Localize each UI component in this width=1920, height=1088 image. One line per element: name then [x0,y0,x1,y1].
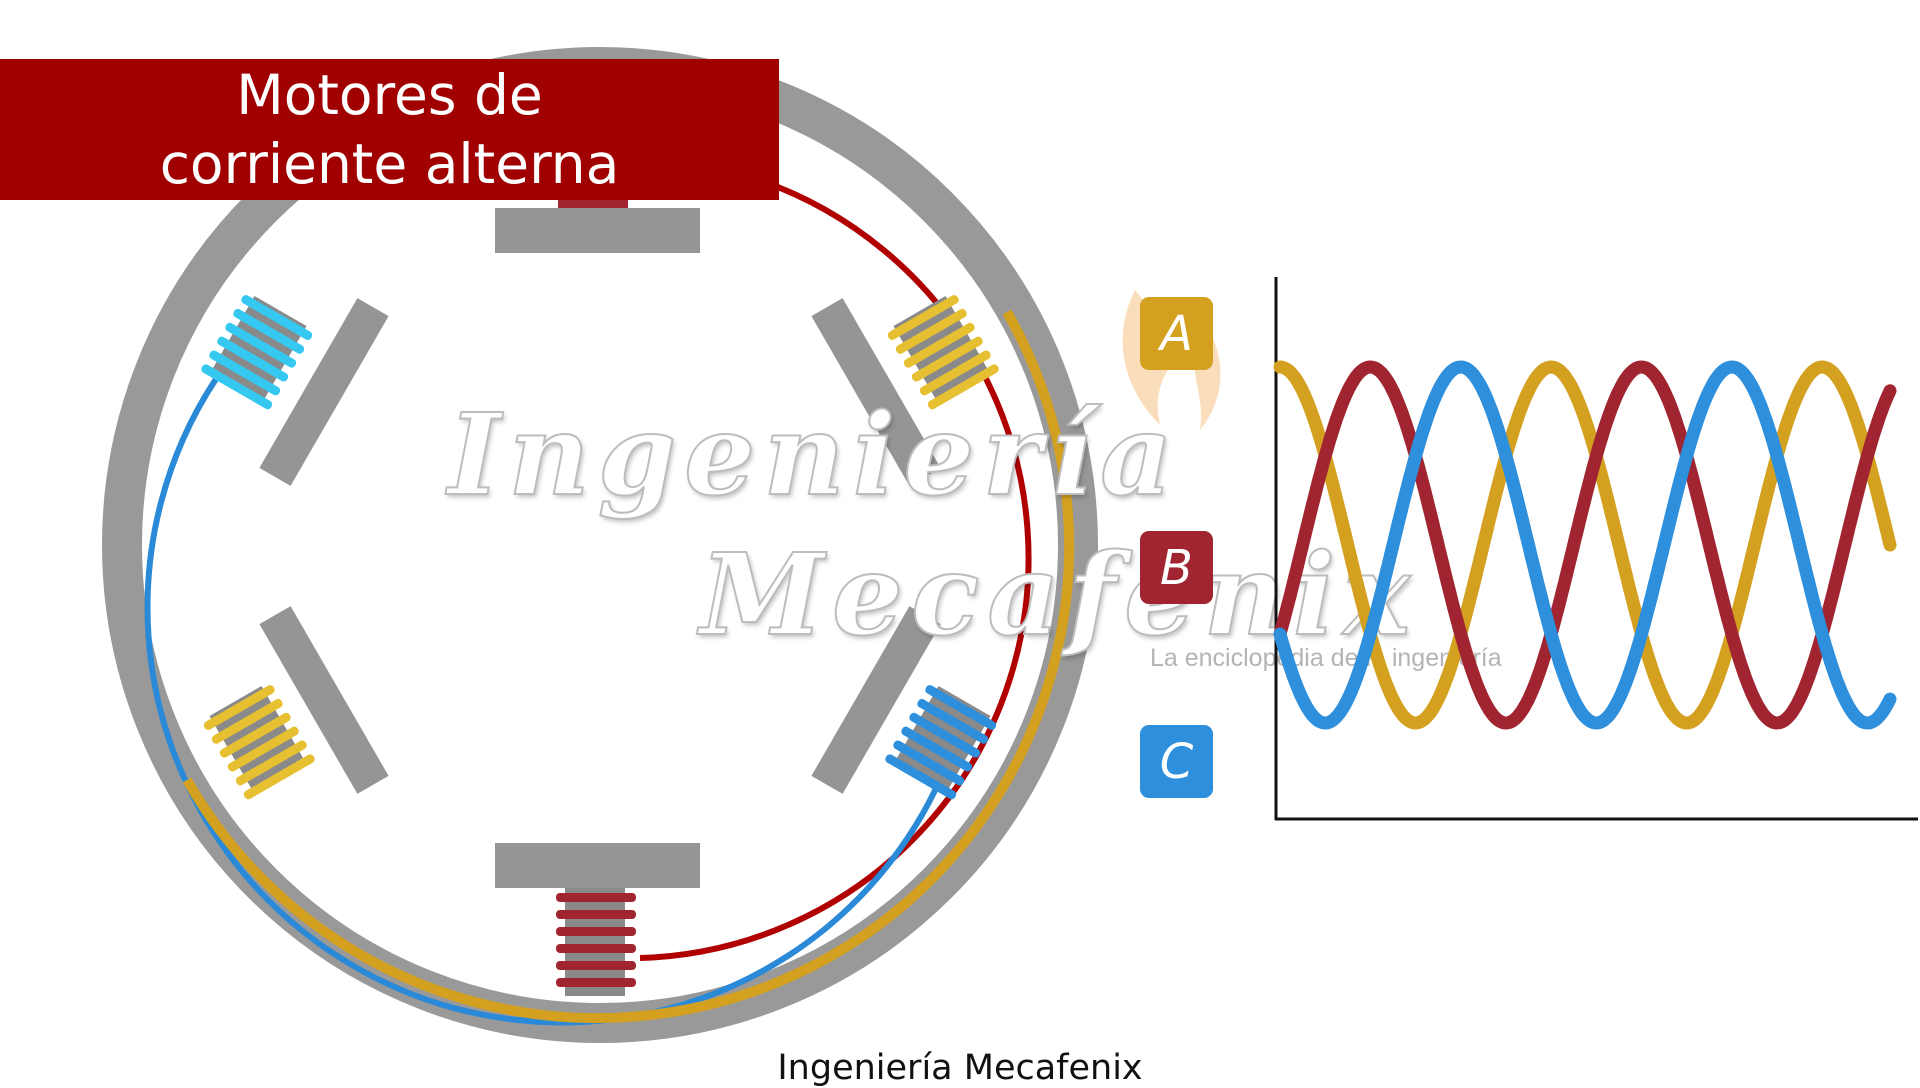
coil-lower-left [203,685,315,800]
title-banner: Motores de corriente alterna [0,59,779,200]
pole-top [495,208,700,253]
legend-a-badge: A [1140,297,1213,370]
pole-lower-left [259,606,389,794]
coil-lower-right [885,685,997,800]
title-line-1: Motores de [236,62,543,127]
phase-c-wire [144,348,953,1026]
pole-upper-left [259,298,389,486]
coil-bottom [556,888,636,996]
pole-upper-right [811,298,941,486]
watermark-subtitle: La enciclopedia de la ingeniería [1150,644,1502,672]
phase-a-wire [182,309,1075,1024]
coil-upper-left [201,295,313,410]
series-a-line [1273,360,1897,730]
pole-lower-right [811,606,941,794]
coil-upper-right [887,295,999,410]
title-line-2: corriente alterna [159,131,620,196]
legend-b-label: B [1160,539,1193,596]
legend-a-label: A [1160,305,1193,362]
series-c-line [1273,360,1897,730]
legend-c-label: C [1159,733,1194,790]
footer-caption: Ingeniería Mecafenix [777,1048,1143,1088]
pole-bottom [495,843,700,888]
phase-b-wire [580,155,1032,961]
series-b-line [1273,360,1897,730]
legend-b-badge: B [1140,531,1213,604]
legend-c-badge: C [1140,725,1213,798]
